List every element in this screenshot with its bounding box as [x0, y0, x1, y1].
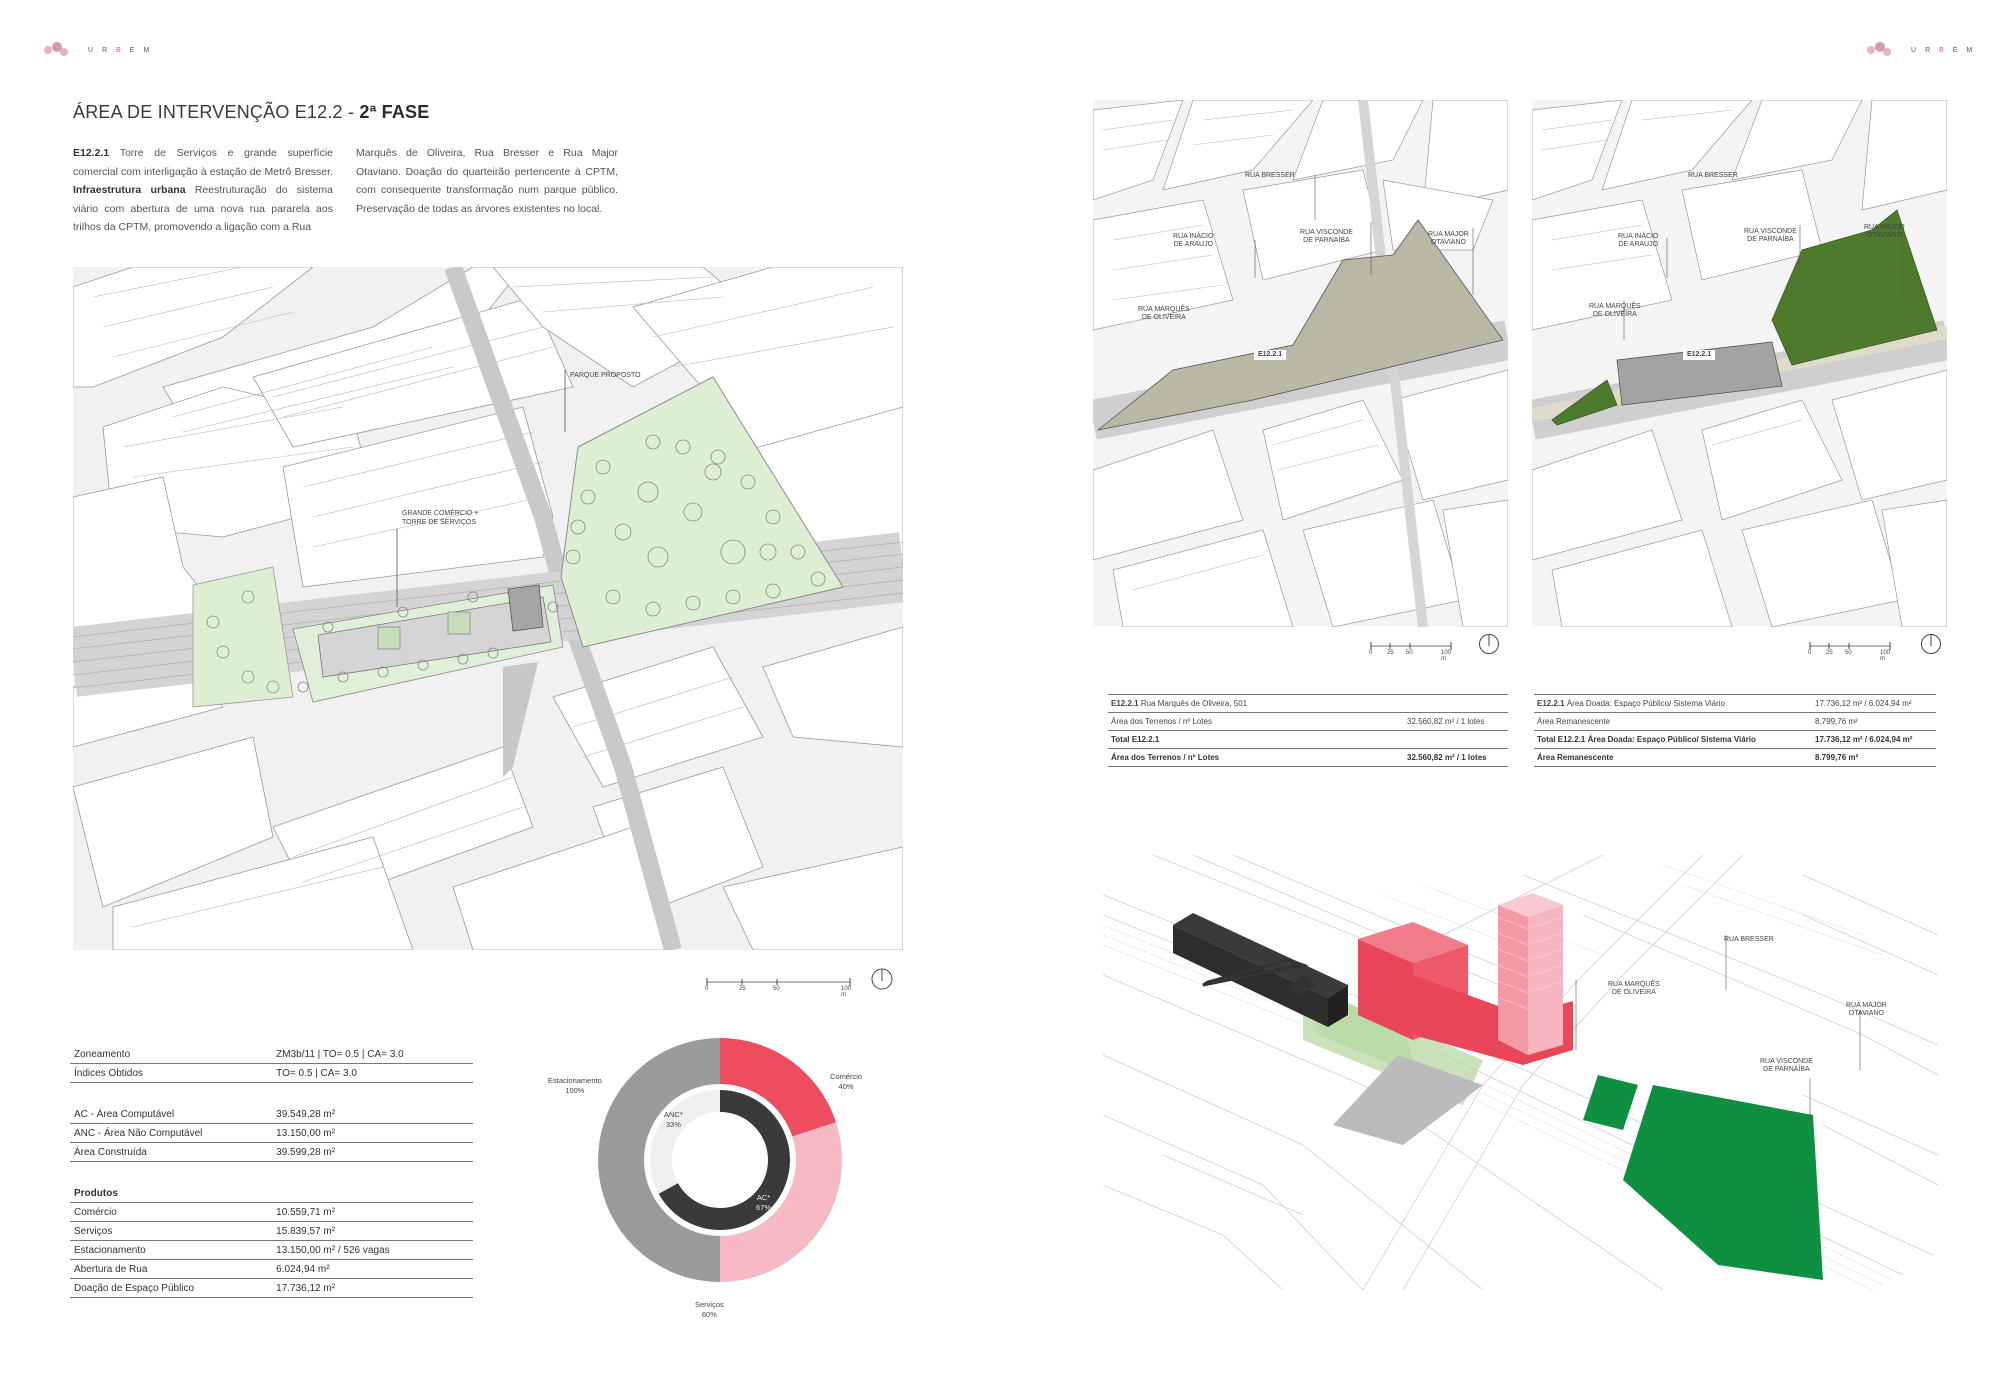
iso-label-bresser: RUA BRESSER [1724, 936, 1774, 943]
description-col-1: E12.2.1 Torre de Serviços e grande super… [73, 147, 333, 233]
site-map-lot [1093, 100, 1508, 627]
brand-logo-right: URBEM [1867, 42, 1981, 58]
label-parque-proposto: PARQUE PROPOSTO [570, 372, 641, 379]
isometric-view [1103, 855, 1938, 1290]
label-comercio-2: TORRE DE SERVIÇOS [402, 519, 477, 526]
page-title: ÁREA DE INTERVENÇÃO E12.2 - 2ª FASE [73, 102, 430, 122]
brand-logo-left: URBEM [44, 42, 158, 58]
donation-table: E12.2.1 Área Doada: Espaço Público/ Sist… [1534, 694, 1936, 767]
table-row: Total E12.2.1 Área Doada: Espaço Público… [1534, 730, 1936, 749]
north-arrow-icon [1479, 634, 1499, 654]
chart-label-ac: AC*67% [756, 1193, 772, 1212]
donut-outer-slice-2 [598, 1038, 720, 1282]
brand-mark-icon [44, 42, 70, 58]
site-map-donation [1532, 100, 1947, 627]
table-row: E12.2.1 Área Doada: Espaço Público/ Sist… [1534, 694, 1936, 713]
table-row: Total E12.2.1 [1108, 730, 1508, 749]
table-row: E12.2.1 Rua Marquês de Oliveira, 501 [1108, 694, 1508, 713]
description-col-2: Marquês de Oliveira, Rua Bresser e Rua M… [356, 147, 618, 215]
map-label-bresser: RUA BRESSER [1245, 172, 1295, 179]
map-label-lot: E12.2.1 [1683, 350, 1716, 360]
donut-chart [598, 1038, 842, 1282]
north-arrow-icon [871, 968, 893, 990]
map-label-bresser: RUA BRESSER [1688, 172, 1738, 179]
scale-bar-left: 0 25 50 100 m [705, 978, 852, 998]
chart-label-anc: ANC*33% [664, 1110, 683, 1129]
map-label-lot: E12.2.1 [1254, 350, 1287, 360]
donut-inner-slice-0 [658, 1090, 790, 1230]
donut-inner-slice-1 [650, 1090, 720, 1194]
site-plan [73, 267, 903, 950]
lot-table: E12.2.1 Rua Marquês de Oliveira, 501 Áre… [1108, 694, 1508, 767]
north-arrow-icon [1921, 634, 1941, 654]
table-row: Produtos [70, 1184, 473, 1203]
donut-outer-slice-0 [720, 1038, 837, 1137]
label-comercio-1: GRANDE COMÉRCIO + [402, 510, 479, 517]
brand-mark-icon [1867, 42, 1893, 58]
donut-outer-slice-1 [720, 1122, 842, 1282]
